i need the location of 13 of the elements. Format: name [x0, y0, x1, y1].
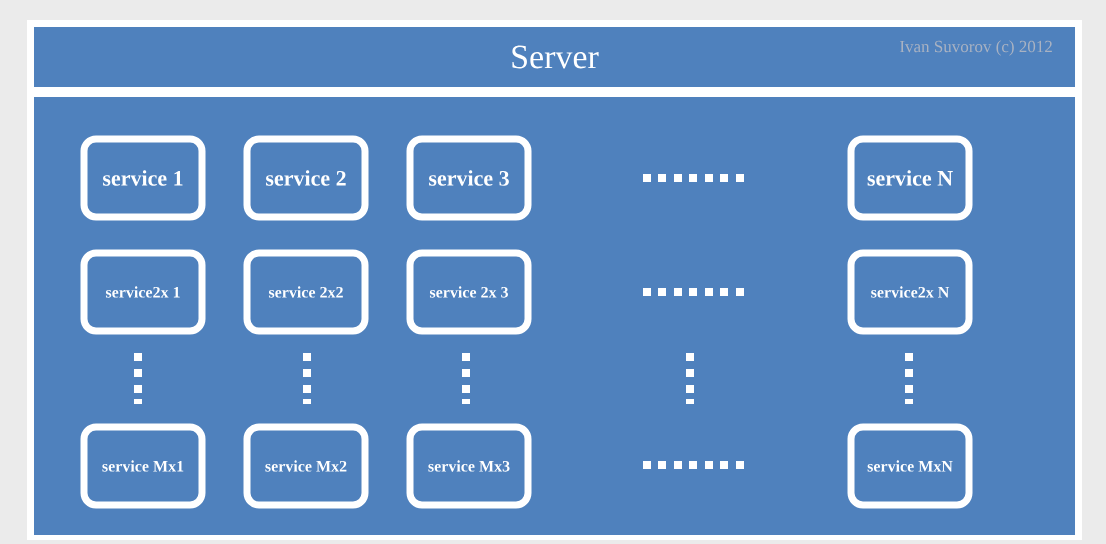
- service-box: service N: [847, 135, 973, 221]
- credit-text: Ivan Suvorov (c) 2012: [900, 40, 1052, 56]
- service-box: service 3: [406, 135, 532, 221]
- service-box: service 2: [243, 135, 369, 221]
- service-box: service Mx2: [243, 423, 369, 509]
- service-box: service Mx3: [406, 423, 532, 509]
- service-box: service 2x2: [243, 249, 369, 335]
- service-box: service Mx1: [80, 423, 206, 509]
- service-box: service MxN: [847, 423, 973, 509]
- service-box: service 2x 3: [406, 249, 532, 335]
- service-box: service2x N: [847, 249, 973, 335]
- service-box: service2x 1: [80, 249, 206, 335]
- service-box: service 1: [80, 135, 206, 221]
